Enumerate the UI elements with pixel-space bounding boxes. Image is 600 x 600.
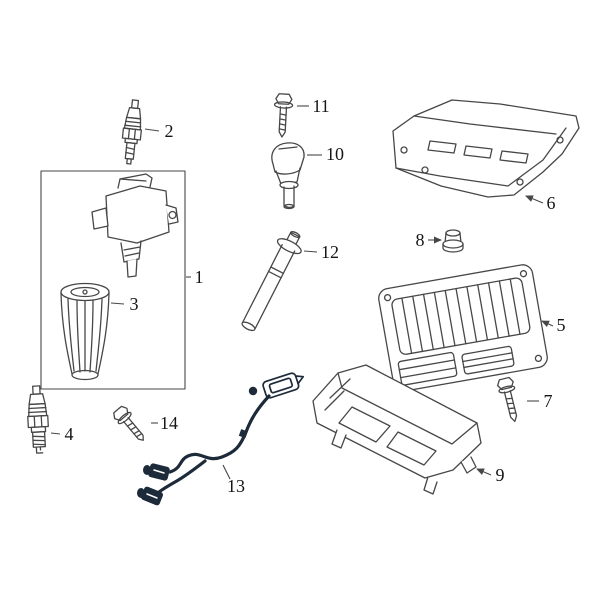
- bolt-icon: [496, 376, 518, 423]
- ignition-coil-group-box: [40, 170, 186, 390]
- callout-label-3: 3: [130, 294, 139, 314]
- callout-label-4: 4: [65, 424, 74, 444]
- leader-line-13: [222, 464, 231, 480]
- callout-label-5: 5: [557, 315, 566, 335]
- ignition-coil-boot-icon: [60, 282, 110, 381]
- ignition-coil-cover-icon: [392, 99, 580, 198]
- callout-label-2: 2: [165, 121, 174, 141]
- callout-label-7: 7: [544, 391, 553, 411]
- leader-line-5: [541, 320, 554, 328]
- leader-line-2: [144, 128, 160, 132]
- leader-lines: [50, 105, 554, 480]
- camshaft-position-sensor-icon: [271, 142, 305, 210]
- leader-line-6: [525, 195, 544, 204]
- bolt-icon: [113, 405, 144, 441]
- spark-plug-icon: [27, 385, 49, 454]
- leader-line-12: [303, 250, 318, 253]
- engine-control-module-icon: [378, 264, 548, 392]
- leader-line-3: [110, 302, 125, 305]
- callout-label-13: 13: [227, 476, 245, 496]
- nut-icon: [442, 229, 464, 253]
- callout-label-11: 11: [312, 96, 329, 116]
- leader-line-9: [476, 468, 492, 476]
- bolt-icon: [273, 93, 294, 138]
- crankshaft-position-sensor-icon: [241, 231, 302, 332]
- callout-label-9: 9: [496, 465, 505, 485]
- ignition-coil-icon: [91, 173, 179, 278]
- knock-sensor-harness-icon: [137, 372, 305, 506]
- callout-label-10: 10: [326, 144, 344, 164]
- knock-sensor-icon: [143, 463, 170, 481]
- callout-label-8: 8: [416, 230, 425, 250]
- callout-label-1: 1: [195, 267, 204, 287]
- callout-label-12: 12: [321, 242, 339, 262]
- leader-line-4: [50, 432, 61, 435]
- callout-label-6: 6: [547, 193, 556, 213]
- callout-label-14: 14: [160, 413, 178, 433]
- module-bracket-icon: [312, 364, 482, 495]
- callout-labels: 1 2 3 4 5 6 7 8 9 10 11 12 13 14: [65, 96, 566, 496]
- spark-plug-icon: [121, 99, 143, 165]
- knock-sensor-icon: [137, 486, 163, 506]
